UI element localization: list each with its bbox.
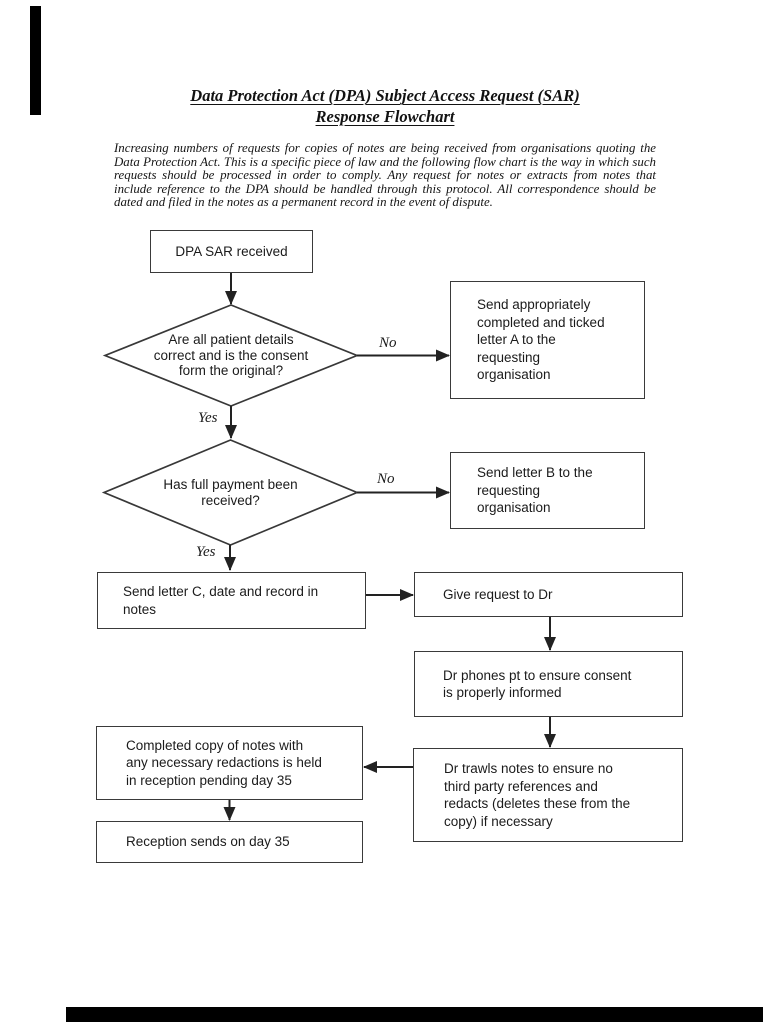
page-title: Data Protection Act (DPA) Subject Access… [0,86,770,127]
decision-payment-received: Has full payment been received? [163,477,298,508]
page-title-line-2: Response Flowchart [315,106,455,126]
node-send-letter-a: Send appropriately completed and ticked … [450,281,645,399]
decision-patient-details: Are all patient details correct and is t… [153,332,309,378]
node-reception-sends: Reception sends on day 35 [96,821,363,863]
node-send-letter-c: Send letter C, date and record in notes [97,572,366,629]
node-dpa-sar-received: DPA SAR received [150,230,313,273]
page-border-bottom-bar [66,1007,763,1022]
page-border-left-bar [30,6,41,115]
node-completed-copy-held: Completed copy of notes with any necessa… [96,726,363,800]
label-yes-decision1: Yes [198,410,218,426]
label-no-decision1: No [379,335,397,351]
label-no-decision2: No [377,471,395,487]
node-send-letter-b: Send letter B to the requesting organisa… [450,452,645,529]
intro-paragraph: Increasing numbers of requests for copie… [114,141,656,210]
node-give-request-to-dr: Give request to Dr [414,572,683,617]
node-dr-phones-patient: Dr phones pt to ensure consent is proper… [414,651,683,717]
node-dr-trawls-notes: Dr trawls notes to ensure no third party… [413,748,683,842]
label-yes-decision2: Yes [196,544,216,560]
page-title-line-1: Data Protection Act (DPA) Subject Access… [190,86,580,105]
